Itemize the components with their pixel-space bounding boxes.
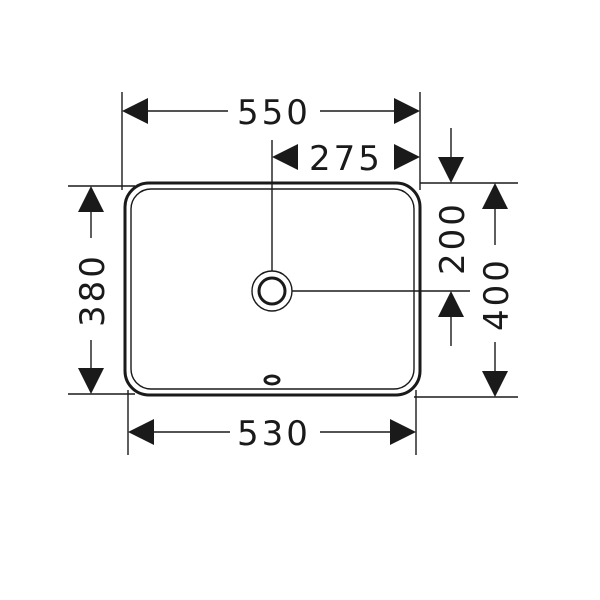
arrow-down xyxy=(78,368,104,394)
dimension-530: 530 xyxy=(127,390,417,455)
arrow-left xyxy=(272,144,298,170)
arrow-left xyxy=(122,98,148,124)
arrow-up xyxy=(482,183,508,209)
dimension-275: 275 xyxy=(271,139,420,271)
arrow-right xyxy=(390,419,416,445)
dimension-200: 200 xyxy=(292,128,518,346)
dimension-label-380: 380 xyxy=(73,253,113,327)
dimension-380: 380 xyxy=(68,185,135,395)
arrow-down xyxy=(482,371,508,397)
arrow-up xyxy=(78,186,104,212)
arrow-left xyxy=(128,419,154,445)
dimension-label-530: 530 xyxy=(237,414,311,454)
dimension-label-275: 275 xyxy=(309,139,383,179)
dimension-label-200: 200 xyxy=(433,201,473,275)
dimension-label-400: 400 xyxy=(477,257,517,331)
dimension-400: 400 xyxy=(414,183,518,398)
overflow-slot xyxy=(263,374,281,386)
arrow-down xyxy=(438,157,464,183)
drain-inner-circle xyxy=(257,276,287,306)
dimension-label-550: 550 xyxy=(237,93,311,133)
arrow-up xyxy=(438,291,464,317)
dimension-550: 550 xyxy=(121,92,421,190)
arrow-right xyxy=(394,98,420,124)
arrow-right xyxy=(394,144,420,170)
